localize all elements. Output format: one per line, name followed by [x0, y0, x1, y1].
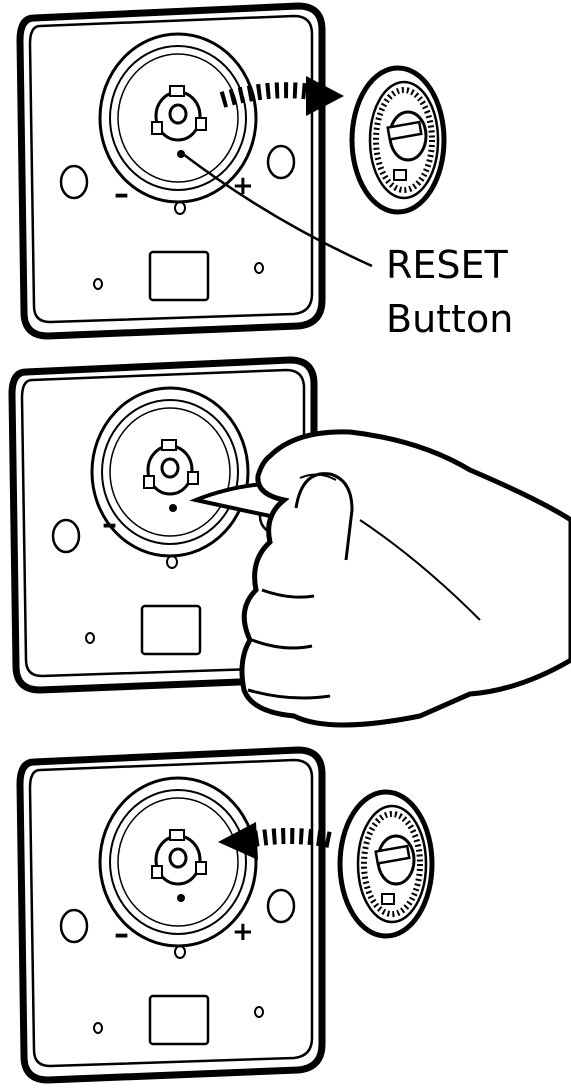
minus-symbol-1: – — [114, 177, 129, 212]
panel-1-remove-knob: – + — [20, 6, 444, 336]
plus-symbol-3: + — [232, 917, 254, 947]
minus-symbol-3: – — [114, 917, 129, 952]
reset-label-line1: RESET — [386, 246, 508, 284]
panel-3-reattach-knob: – + — [20, 750, 432, 1080]
dial-knob-reattach — [340, 792, 432, 936]
minus-symbol-2: – — [102, 507, 117, 542]
reset-label-line2: Button — [386, 300, 513, 338]
dial-knob-removed-1 — [352, 68, 444, 212]
